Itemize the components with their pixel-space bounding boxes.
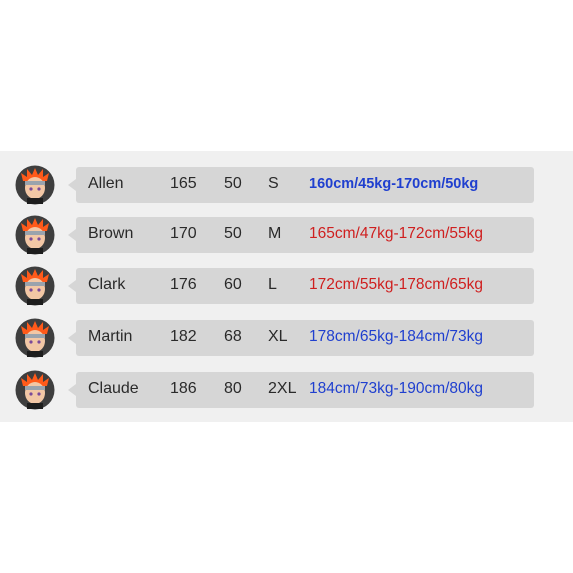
customer-name: Clark (88, 276, 126, 293)
weight-value: 68 (224, 328, 242, 345)
size-row: Martin 182 68 XL 178cm/65kg-184cm/73kg (0, 318, 573, 358)
fit-range: 178cm/65kg-184cm/73kg (309, 328, 484, 345)
height-value: 182 (170, 328, 197, 345)
height-value: 165 (170, 175, 197, 192)
customer-name: Allen (88, 175, 124, 192)
anime-character-avatar-icon (15, 215, 55, 255)
weight-value: 50 (224, 175, 242, 192)
fit-range: 172cm/55kg-178cm/65kg (309, 276, 484, 293)
size-row: Clark 176 60 L 172cm/55kg-178cm/65kg (0, 266, 573, 306)
customer-name: Claude (88, 380, 139, 397)
size-label: L (268, 276, 277, 293)
height-value: 176 (170, 276, 197, 293)
size-label: M (268, 225, 282, 242)
height-value: 170 (170, 225, 197, 242)
size-label: XL (268, 328, 288, 345)
size-row: Brown 170 50 M 165cm/47kg-172cm/55kg (0, 215, 573, 255)
weight-value: 50 (224, 225, 242, 242)
info-bubble: Brown 170 50 M 165cm/47kg-172cm/55kg (68, 217, 534, 253)
weight-value: 60 (224, 276, 242, 293)
weight-value: 80 (224, 380, 242, 397)
info-bubble: Clark 176 60 L 172cm/55kg-178cm/65kg (68, 268, 534, 304)
size-row: Claude 186 80 2XL 184cm/73kg-190cm/80kg (0, 370, 573, 410)
height-value: 186 (170, 380, 197, 397)
anime-character-avatar-icon (15, 165, 55, 205)
size-label: 2XL (268, 380, 297, 397)
size-label: S (268, 175, 279, 192)
anime-character-avatar-icon (15, 370, 55, 410)
fit-range: 184cm/73kg-190cm/80kg (309, 380, 484, 397)
customer-name: Brown (88, 225, 134, 242)
anime-character-avatar-icon (15, 266, 55, 306)
anime-character-avatar-icon (15, 318, 55, 358)
info-bubble: Martin 182 68 XL 178cm/65kg-184cm/73kg (68, 320, 534, 356)
info-bubble: Allen 165 50 S 160cm/45kg-170cm/50kg (68, 167, 534, 203)
fit-range: 165cm/47kg-172cm/55kg (309, 225, 484, 242)
info-bubble: Claude 186 80 2XL 184cm/73kg-190cm/80kg (68, 372, 534, 408)
size-row: Allen 165 50 S 160cm/45kg-170cm/50kg (0, 165, 573, 205)
fit-range: 160cm/45kg-170cm/50kg (309, 176, 479, 192)
customer-name: Martin (88, 328, 133, 345)
